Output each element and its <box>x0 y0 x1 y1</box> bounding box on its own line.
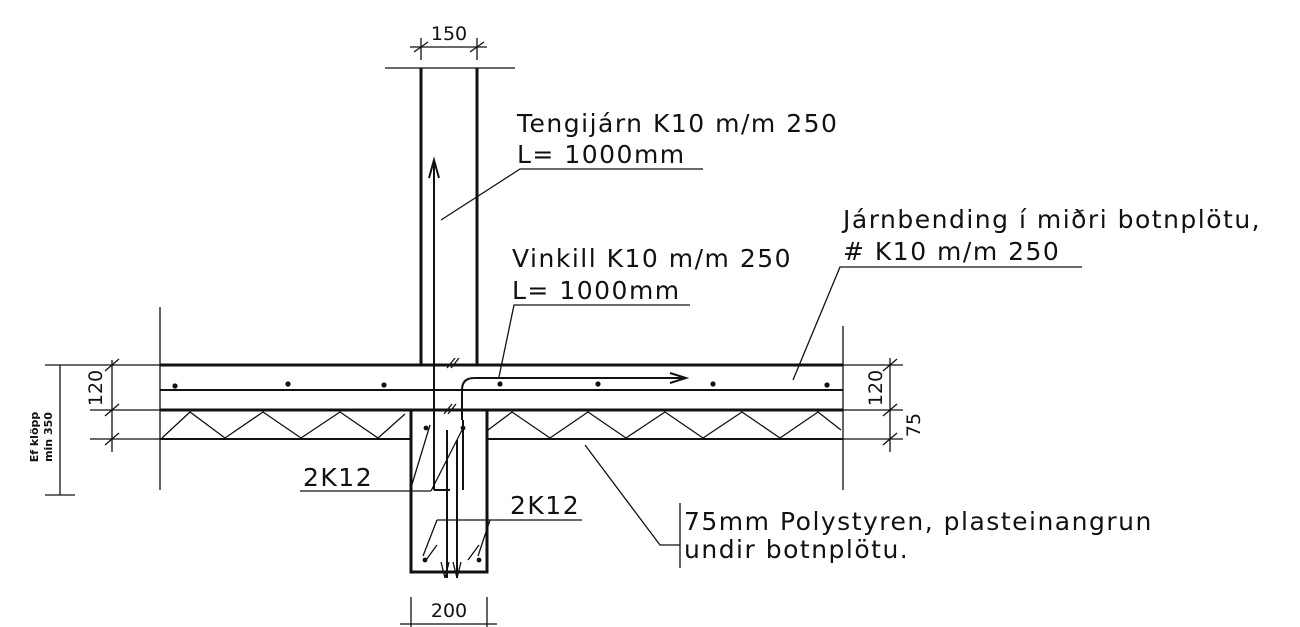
left-slab-dimension: 120 <box>85 370 107 406</box>
bottom-width-dimension: 200 <box>400 597 497 627</box>
annotation-labels: Tengijárn K10 m/m 250 L= 1000mm Vinkill … <box>303 109 1261 564</box>
floor-slab <box>159 307 844 490</box>
wall <box>385 67 515 364</box>
jarnbending-label: Járnbending í miðri botnplötu, <box>841 205 1261 234</box>
left-note-line1: Ef klöpp <box>28 412 41 463</box>
vinkill-length-label: L= 1000mm <box>512 276 681 305</box>
tengijarn-label: Tengijárn K10 m/m 250 <box>516 109 838 138</box>
left-note-line2: min 350 <box>42 412 55 462</box>
tengijarn-rebar <box>425 156 480 579</box>
leader-lines <box>300 168 1082 568</box>
bottom-width-label: 200 <box>431 600 467 622</box>
polystyren-note-label: undir botnplötu. <box>684 535 909 564</box>
left-dimensions: 120 Ef klöpp min 350 <box>28 358 160 496</box>
vinkill-label: Vinkill K10 m/m 250 <box>512 244 792 273</box>
rebar-lower-label: 2K12 <box>510 491 580 520</box>
right-slab-dimension: 120 <box>865 370 887 406</box>
top-width-label: 150 <box>431 23 467 45</box>
polystyren-label: 75mm Polystyren, plasteinangrun <box>684 507 1153 536</box>
right-insulation-dimension: 75 <box>903 413 925 437</box>
top-width-dimension: 150 <box>410 23 487 60</box>
slab-rebar-dots <box>172 381 830 389</box>
insulation-hatch <box>161 411 842 439</box>
jarnbending-spec-label: # K10 m/m 250 <box>843 237 1060 266</box>
vinkill-rebar <box>461 372 690 420</box>
tengijarn-length-label: L= 1000mm <box>517 140 686 169</box>
rebar-upper-label: 2K12 <box>303 463 373 492</box>
right-dimensions: 120 75 <box>843 358 925 452</box>
